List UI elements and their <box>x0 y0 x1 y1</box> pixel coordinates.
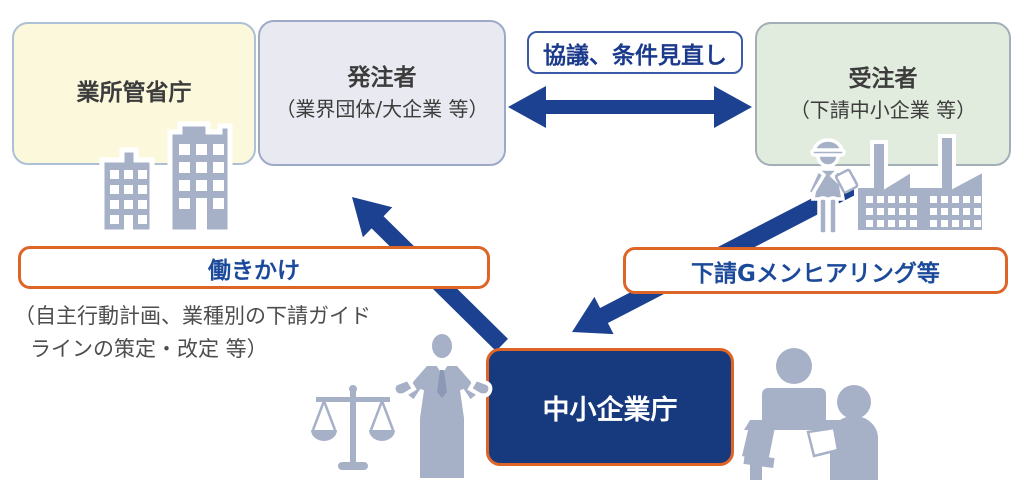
ministry-label: 業所管省庁 <box>76 79 192 106</box>
interview-meeting-icon <box>742 348 878 480</box>
justice-scales-icon <box>311 385 395 470</box>
negotiation-label-box: 協議、条件見直し <box>527 31 743 74</box>
contractor-subtitle: （下請中小企業 等） <box>789 97 977 122</box>
outreach-label: 働きかけ <box>208 257 300 284</box>
gmen-label-box: 下請Gメンヒアリング等 <box>623 247 1008 294</box>
agency-label: 中小企業庁 <box>542 394 678 426</box>
outreach-note-line2: ラインの策定・改定 等） <box>30 336 268 361</box>
outreach-label-box: 働きかけ <box>18 246 490 289</box>
outreach-note-line1: （自主行動計画、業種別の下請ガイド <box>14 304 371 328</box>
ministry-box: 業所管省庁 <box>12 22 256 165</box>
orderer-title: 発注者 <box>347 65 417 92</box>
contractor-box: 受注者 （下請中小企業 等） <box>755 22 1011 166</box>
negotiation-double-arrow <box>508 86 752 128</box>
negotiation-label: 協議、条件見直し <box>543 42 727 69</box>
orderer-subtitle: （業界団体/大企業 等） <box>275 96 489 121</box>
outreach-note: （自主行動計画、業種別の下請ガイド ラインの策定・改定 等） <box>14 300 434 365</box>
gmen-label: 下請Gメンヒアリング等 <box>691 260 940 287</box>
orderer-box: 発注者 （業界団体/大企業 等） <box>258 20 506 166</box>
contractor-title: 受注者 <box>848 66 918 93</box>
agency-box: 中小企業庁 <box>486 348 734 466</box>
